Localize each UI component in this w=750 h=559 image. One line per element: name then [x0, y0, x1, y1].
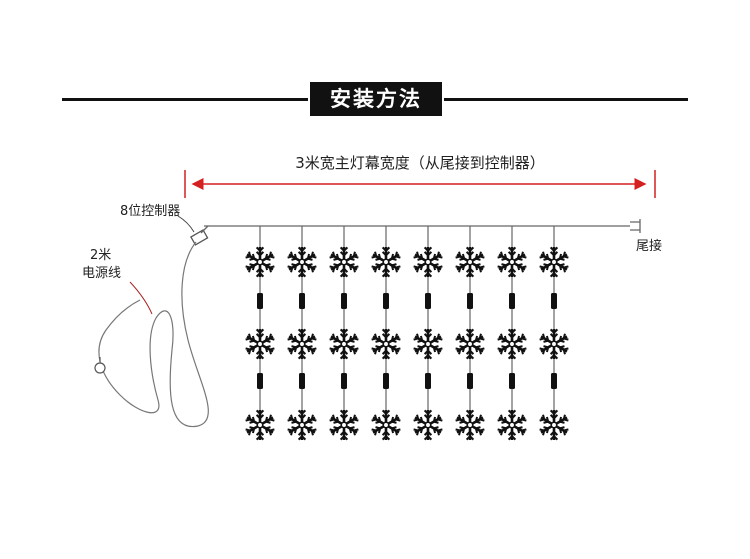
light-strand	[287, 226, 317, 441]
power-plug	[94, 357, 106, 374]
strand-connector	[425, 373, 431, 389]
strand-connector	[509, 373, 515, 389]
tail-connector	[630, 219, 641, 233]
strand-connector	[425, 293, 431, 309]
light-strand	[413, 226, 443, 441]
snowflake-icon	[497, 246, 527, 278]
strand-connector	[257, 373, 263, 389]
strand-connector	[467, 373, 473, 389]
light-strand	[329, 226, 359, 441]
width-dimension-label: 3米宽主灯幕宽度（从尾接到控制器）	[295, 154, 545, 172]
header-rule-left	[62, 98, 308, 101]
snowflake-icon	[329, 328, 359, 360]
snowflake-icon	[455, 328, 485, 360]
tail-connector-label: 尾接	[636, 239, 663, 254]
snowflake-icon	[371, 409, 401, 441]
snowflake-icon	[497, 409, 527, 441]
strand-connector	[467, 293, 473, 309]
strand-connector	[299, 373, 305, 389]
snowflake-icon	[497, 328, 527, 360]
strand-connector	[509, 293, 515, 309]
controller-label: 8位控制器	[120, 204, 181, 219]
controller-box	[190, 229, 209, 246]
snowflake-icon	[539, 409, 569, 441]
snowflake-icon	[329, 409, 359, 441]
snowflake-icon	[329, 246, 359, 278]
strand-connector	[383, 373, 389, 389]
strand-connector	[551, 293, 557, 309]
snowflake-icon	[539, 328, 569, 360]
snowflake-icon	[413, 409, 443, 441]
strand-connector	[257, 293, 263, 309]
strand-connector	[341, 373, 347, 389]
snowflake-icon	[287, 328, 317, 360]
power-cord-length-label: 2米	[90, 248, 112, 263]
snowflake-icon	[455, 409, 485, 441]
light-strand	[455, 226, 485, 441]
snowflake-icon	[287, 246, 317, 278]
snowflake-icon	[245, 409, 275, 441]
light-strand	[371, 226, 401, 441]
snowflake-icon	[371, 328, 401, 360]
power-cord-label: 电源线	[82, 266, 122, 281]
snowflake-icon	[245, 328, 275, 360]
snowflake-icon	[539, 246, 569, 278]
snowflake-icon	[245, 246, 275, 278]
header-rule-right	[444, 98, 688, 101]
page-title: 安装方法	[310, 82, 442, 116]
strand-connector	[551, 373, 557, 389]
snowflake-icon	[413, 246, 443, 278]
light-strand	[497, 226, 527, 441]
snowflake-icon	[413, 328, 443, 360]
snowflake-icon	[287, 409, 317, 441]
strand-connector	[299, 293, 305, 309]
snowflake-icon	[371, 246, 401, 278]
power-cord	[98, 241, 209, 428]
strand-connector	[383, 293, 389, 309]
snowflake-icon	[455, 246, 485, 278]
light-strand	[245, 226, 275, 441]
strand-connector	[341, 293, 347, 309]
light-strand	[539, 226, 569, 441]
